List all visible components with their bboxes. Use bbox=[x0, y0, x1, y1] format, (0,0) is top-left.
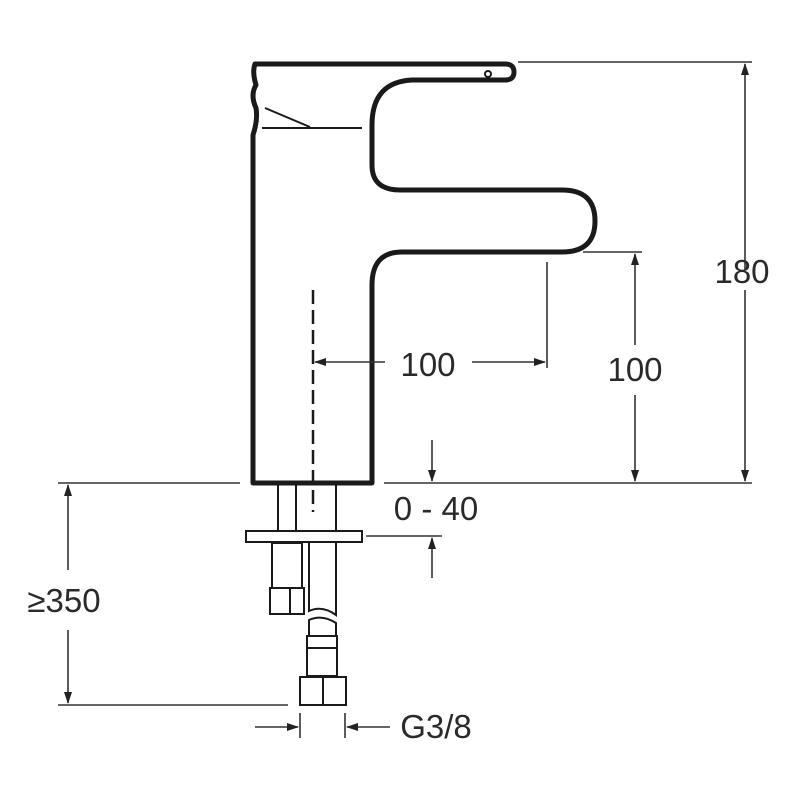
connection-label: G3/8 bbox=[400, 708, 472, 745]
lever-details bbox=[262, 70, 492, 129]
spout-height-label: 100 bbox=[607, 351, 663, 388]
spout-reach-label: 100 bbox=[400, 346, 456, 383]
faucet-body bbox=[250, 61, 598, 486]
pipe-length-label: ≥350 bbox=[27, 582, 101, 619]
mounting-hardware bbox=[245, 485, 363, 706]
dimension-lines bbox=[58, 61, 752, 738]
deck-thickness-label: 0 - 40 bbox=[393, 490, 479, 527]
total-height-label: 180 bbox=[714, 253, 770, 290]
